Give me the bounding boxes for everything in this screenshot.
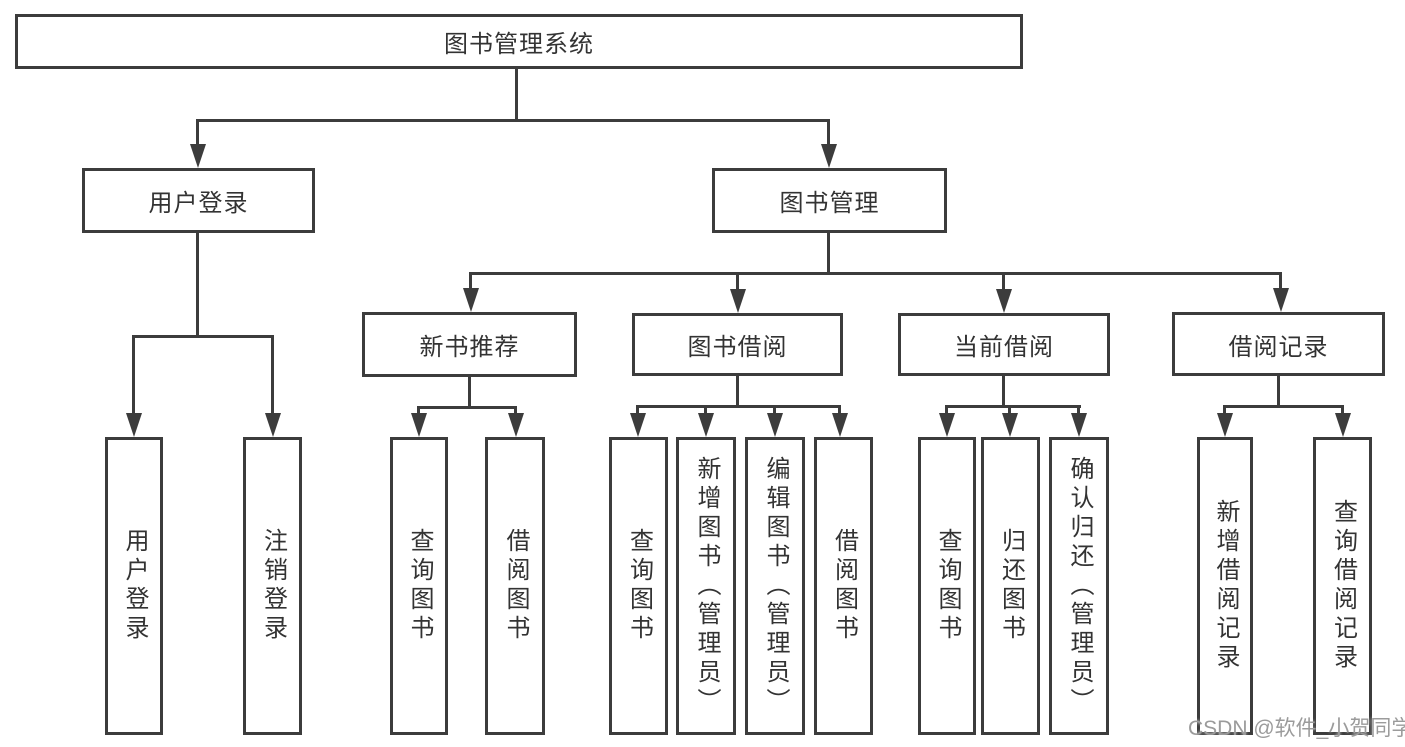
leaf-bw-query-books: 查询图书 xyxy=(609,437,668,735)
leaf-bw-edit-books-admin: 编辑图书（管理员） xyxy=(745,437,805,735)
arrowhead-cu-2 xyxy=(1002,413,1018,437)
leaf-cu-query-books: 查询图书 xyxy=(918,437,976,735)
leaf-nb-query-books: 查询图书 xyxy=(390,437,448,735)
leaf-label: 借阅图书 xyxy=(830,528,858,644)
arrowhead-nb-borrow xyxy=(508,413,524,437)
node-label: 新书推荐 xyxy=(419,334,520,361)
leaf-label: 编辑图书（管理员） xyxy=(762,455,789,717)
connector-drop-bw-2 xyxy=(704,405,707,416)
node-current-borrow: 当前借阅 xyxy=(898,313,1110,376)
connector-records-stem xyxy=(1277,376,1280,408)
leaf-label: 确认归还（管理员） xyxy=(1066,455,1093,717)
node-new-book-recommend: 新书推荐 xyxy=(362,312,577,377)
connector-drop-bw-4 xyxy=(838,405,841,416)
leaf-cu-confirm-return-admin: 确认归还（管理员） xyxy=(1049,437,1109,735)
connector-l2-rail xyxy=(196,119,830,122)
leaf-label: 新增图书（管理员） xyxy=(693,455,720,717)
leaf-label: 归还图书 xyxy=(997,528,1025,644)
leaf-label: 查询借阅记录 xyxy=(1329,499,1357,673)
node-label: 图书管理系统 xyxy=(444,31,594,58)
leaf-nb-borrow-books: 借阅图书 xyxy=(485,437,545,735)
connector-borrow-rail xyxy=(636,405,841,408)
connector-drop-bw-1 xyxy=(636,405,639,416)
leaf-label: 查询图书 xyxy=(406,528,433,644)
connector-drop-cu-3 xyxy=(1077,405,1080,416)
connector-drop-rc-2 xyxy=(1341,405,1344,416)
arrowhead-bw-3 xyxy=(767,413,783,437)
leaf-logout: 注销登录 xyxy=(243,437,302,735)
leaf-label: 用户登录 xyxy=(121,528,148,644)
connector-records-rail xyxy=(1223,405,1344,408)
node-label: 当前借阅 xyxy=(954,334,1054,361)
arrowhead-cu-1 xyxy=(939,413,955,437)
node-label: 图书借阅 xyxy=(687,334,788,361)
connector-new-book-rail xyxy=(417,406,517,409)
leaf-label: 注销登录 xyxy=(259,528,287,644)
arrowhead-bw-2 xyxy=(698,413,714,437)
connector-drop-rc-1 xyxy=(1223,405,1226,416)
connector-root-stem xyxy=(515,69,518,122)
connector-borrow-stem xyxy=(736,376,739,408)
leaf-user-login: 用户登录 xyxy=(105,437,163,735)
connector-drop-new-book xyxy=(469,272,472,290)
arrowhead-bw-1 xyxy=(630,413,646,437)
connector-drop-login-leaf xyxy=(132,335,135,415)
leaf-label: 查询图书 xyxy=(934,528,961,644)
connector-book-mgmt-stem xyxy=(827,233,830,275)
connector-drop-records xyxy=(1279,272,1282,290)
connector-drop-nb-borrow xyxy=(514,406,517,416)
arrowhead-book-mgmt xyxy=(821,144,837,168)
connector-drop-borrow xyxy=(736,272,739,290)
connector-drop-logout-leaf xyxy=(271,335,274,415)
leaf-rc-query-record: 查询借阅记录 xyxy=(1313,437,1372,735)
connector-drop-current xyxy=(1002,272,1005,290)
arrowhead-borrow xyxy=(730,289,746,313)
connector-drop-user-login xyxy=(196,119,199,147)
arrowhead-new-book xyxy=(463,288,479,312)
connector-drop-book-mgmt xyxy=(827,119,830,147)
node-book-borrow: 图书借阅 xyxy=(632,313,843,376)
node-user-login: 用户登录 xyxy=(82,168,315,233)
leaf-label: 查询图书 xyxy=(625,528,653,644)
connector-drop-cu-2 xyxy=(1008,405,1011,416)
node-label: 用户登录 xyxy=(148,190,249,217)
connector-drop-nb-query xyxy=(417,406,420,416)
arrowhead-records xyxy=(1273,288,1289,312)
leaf-bw-add-books-admin: 新增图书（管理员） xyxy=(676,437,736,735)
connector-current-rail xyxy=(945,405,1081,408)
connector-l3-rail xyxy=(469,272,1282,275)
arrowhead-cu-3 xyxy=(1071,413,1087,437)
leaf-bw-borrow-books: 借阅图书 xyxy=(814,437,873,735)
arrowhead-nb-query xyxy=(411,413,427,437)
node-library-management-system: 图书管理系统 xyxy=(15,14,1023,69)
leaf-cu-return-books: 归还图书 xyxy=(981,437,1040,735)
leaf-label: 借阅图书 xyxy=(502,528,529,644)
node-book-management: 图书管理 xyxy=(712,168,947,233)
connector-drop-cu-1 xyxy=(945,405,948,416)
node-borrow-records: 借阅记录 xyxy=(1172,312,1385,376)
arrowhead-bw-4 xyxy=(832,413,848,437)
arrowhead-login-leaf xyxy=(126,413,142,437)
leaf-rc-add-record: 新增借阅记录 xyxy=(1197,437,1253,735)
connector-current-stem xyxy=(1002,376,1005,408)
arrowhead-logout-leaf xyxy=(265,413,281,437)
connector-user-login-stem xyxy=(196,233,199,338)
leaf-label: 新增借阅记录 xyxy=(1212,499,1239,673)
connector-drop-bw-3 xyxy=(773,405,776,416)
arrowhead-rc-2 xyxy=(1335,413,1351,437)
csdn-watermark: CSDN @软件_小贺同学 xyxy=(1188,717,1405,740)
connector-new-book-stem xyxy=(468,377,471,409)
arrowhead-user-login xyxy=(190,144,206,168)
node-label: 借阅记录 xyxy=(1228,333,1329,361)
connector-user-login-rail xyxy=(132,335,274,338)
arrowhead-rc-1 xyxy=(1217,413,1233,437)
node-label: 图书管理 xyxy=(779,190,880,217)
arrowhead-current xyxy=(996,289,1012,313)
